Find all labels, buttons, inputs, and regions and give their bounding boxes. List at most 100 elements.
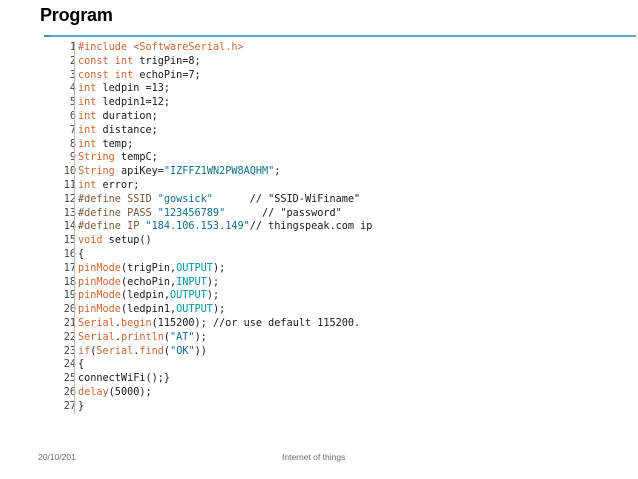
code-token: pinMode <box>78 304 121 316</box>
code-token: const int <box>78 69 134 81</box>
line-number: 22 <box>63 331 76 343</box>
code-token: if <box>78 345 91 357</box>
gutter-divider <box>74 275 75 290</box>
line-number: 23 <box>63 345 76 357</box>
code-token: String <box>78 166 115 178</box>
code-token: tempC; <box>114 152 158 164</box>
line-number: 6 <box>69 110 76 122</box>
code-token: { <box>78 248 85 260</box>
code-text: const int echoPin=7; <box>78 69 201 83</box>
gutter-divider <box>74 68 75 83</box>
code-token: setup <box>102 235 140 247</box>
code-text: const int trigPin=8; <box>78 55 201 69</box>
title-underline <box>44 35 636 37</box>
code-token: "123456789" <box>157 207 226 219</box>
line-number: 10 <box>63 166 76 178</box>
code-token: ); <box>206 276 220 288</box>
code-token: ( <box>163 345 171 357</box>
code-token: ); <box>194 331 207 343</box>
gutter-divider <box>74 109 75 124</box>
line-number: 27 <box>63 400 76 412</box>
code-token: int <box>78 179 97 191</box>
line-number: 25 <box>63 373 76 385</box>
code-token: ); <box>212 304 226 316</box>
line-number: 17 <box>63 262 76 274</box>
gutter-divider <box>74 151 75 166</box>
code-text: int temp; <box>78 138 133 152</box>
code-token: ledpin1=12; <box>96 97 171 109</box>
code-text: Serial.println("AT"); <box>78 331 207 345</box>
code-token: Serial <box>96 345 134 357</box>
line-number: 2 <box>69 55 76 67</box>
code-token: OUTPUT <box>176 304 213 316</box>
line-number: 1 <box>69 42 76 53</box>
gutter-divider <box>74 206 75 221</box>
code-token: String <box>78 152 115 164</box>
code-token: (trigPin, <box>120 262 177 274</box>
title-underline-dash <box>44 35 50 37</box>
gutter-divider <box>74 316 75 331</box>
code-token: int <box>78 97 97 109</box>
code-text: int ledpin =13; <box>78 82 170 96</box>
code-token: Serial <box>78 317 115 329</box>
gutter-divider <box>74 137 75 152</box>
code-text: #define IP "184.106.153.149"// thingspea… <box>78 220 372 234</box>
gutter-divider <box>74 54 75 69</box>
gutter-divider <box>74 234 75 248</box>
code-token: pinMode <box>78 276 121 288</box>
gutter-divider <box>74 220 75 235</box>
code-text: if(Serial.find("OK")) <box>78 345 207 359</box>
code-token: . <box>133 345 140 357</box>
gutter-divider <box>74 372 75 386</box>
code-token: . <box>114 317 121 329</box>
code-token: ; <box>274 166 281 178</box>
code-token: { <box>78 359 85 371</box>
code-token: connectWiFi();} <box>78 373 171 385</box>
code-text: pinMode(trigPin,OUTPUT); <box>78 262 225 276</box>
code-token: (5000); <box>108 386 152 398</box>
code-text: #define PASS "123456789" // "password" <box>78 207 342 221</box>
code-token: int <box>78 110 97 122</box>
code-token: void <box>78 235 103 247</box>
line-number: 11 <box>63 179 76 191</box>
line-number: 12 <box>63 193 76 205</box>
code-token: ledpin =13; <box>96 83 171 95</box>
code-token: INPUT <box>176 276 207 288</box>
code-token: ( <box>163 331 171 343</box>
footer-center-text: Internet of things <box>282 452 346 462</box>
code-text: #define SSID "gowsick" // "SSID-WiFiname… <box>78 193 360 207</box>
gutter-divider <box>74 330 75 345</box>
code-text: pinMode(ledpin1,OUTPUT); <box>78 303 225 317</box>
code-token: apiKey= <box>114 166 164 178</box>
slide-title: Program <box>40 5 113 25</box>
code-token: (ledpin1, <box>120 304 177 316</box>
line-number: 3 <box>69 69 76 81</box>
code-token: const int <box>78 55 134 67</box>
code-token: )) <box>194 345 207 357</box>
code-text: #include <SoftwareSerial.h> <box>78 41 244 55</box>
line-number: 4 <box>69 83 76 95</box>
code-token: echoPin=7; <box>133 69 201 81</box>
code-token: "IZFFZ1WN2PW8AQHM" <box>163 166 275 178</box>
line-number: 5 <box>69 97 76 109</box>
line-number: 26 <box>63 386 76 398</box>
gutter-divider <box>74 399 75 414</box>
code-token: (115200); //or use default 115200. <box>151 317 361 329</box>
gutter-divider <box>74 178 75 193</box>
code-text: pinMode(ledpin,OUTPUT); <box>78 289 219 303</box>
code-token: #include < <box>78 42 140 53</box>
gutter-divider <box>74 261 75 276</box>
gutter-divider <box>74 123 75 138</box>
code-token: (echoPin, <box>120 276 177 288</box>
code-line: 14#define IP "184.106.153.149"// thingsp… <box>56 220 416 235</box>
code-token: // thingspeak.com ip <box>249 221 373 233</box>
code-token: pinMode <box>78 290 121 302</box>
